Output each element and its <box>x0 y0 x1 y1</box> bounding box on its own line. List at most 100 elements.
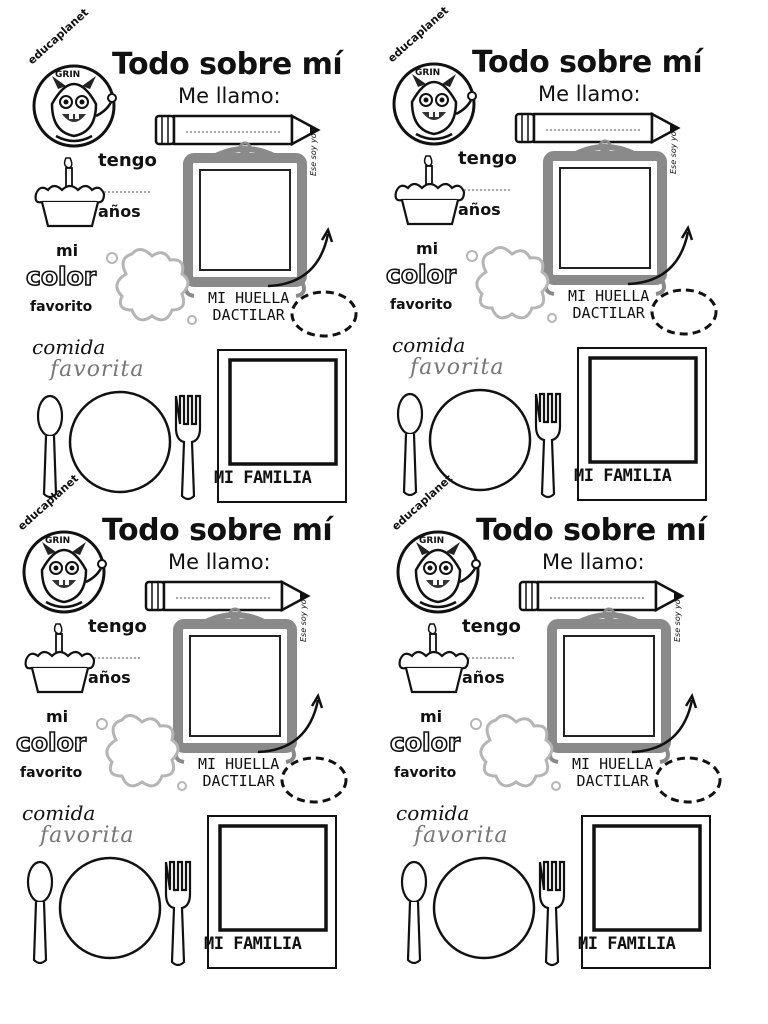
page-title: Todo sobre mí <box>472 45 703 80</box>
age-label-top: tengo <box>88 616 147 637</box>
color-label-favorito: favorito <box>20 765 83 781</box>
mascot-name: GRIN <box>45 536 71 546</box>
cake-icon <box>398 623 516 694</box>
polaroid-frame-icon <box>581 815 711 969</box>
name-label: Me llamo: <box>542 550 645 574</box>
age-label-bottom: años <box>98 202 141 221</box>
family-label: MI FAMILIA <box>578 934 676 954</box>
name-label: Me llamo: <box>168 550 271 574</box>
polaroid-frame-icon <box>577 347 707 501</box>
profile-card: educaplanet GRIN Todo sobre mí Me llamo:… <box>12 472 357 970</box>
age-label-top: tengo <box>458 148 517 169</box>
page-title: Todo sobre mí <box>112 47 343 82</box>
pencil-icon <box>154 113 321 147</box>
arrow-icon <box>627 225 694 286</box>
photo-caption: Ese soy yo <box>309 133 318 176</box>
age-label-top: tengo <box>98 150 157 171</box>
card-artwork <box>392 62 718 501</box>
food-label-comida: comida <box>22 801 96 825</box>
food-label-favorita: favorita <box>40 823 135 848</box>
family-label: MI FAMILIA <box>204 934 302 954</box>
fingerprint-oval-icon <box>280 756 348 804</box>
food-label-comida: comida <box>396 801 470 825</box>
food-label-comida: comida <box>392 333 466 357</box>
family-label: MI FAMILIA <box>574 466 672 486</box>
fingerprint-label: MI HUELLA DACTILAR <box>208 289 290 324</box>
cake-icon <box>394 155 512 226</box>
mascot-icon <box>32 64 117 148</box>
polaroid-frame-icon <box>217 349 347 503</box>
arrow-icon <box>257 693 324 754</box>
fingerprint-label: MI HUELLA DACTILAR <box>572 755 654 790</box>
spoon-icon <box>26 860 54 965</box>
mascot-name: GRIN <box>55 70 81 80</box>
family-label: MI FAMILIA <box>214 468 312 488</box>
ornate-frame-icon <box>547 607 671 764</box>
food-label-favorita: favorita <box>50 357 145 382</box>
photo-caption: Ese soy yo <box>673 599 682 642</box>
cake-icon <box>34 157 152 228</box>
paint-splat-icon <box>466 246 557 323</box>
card-artwork <box>22 530 348 969</box>
age-label-bottom: años <box>88 668 131 687</box>
age-label-top: tengo <box>462 616 521 637</box>
card-artwork <box>32 64 358 503</box>
food-label-favorita: favorita <box>414 823 509 848</box>
polaroid-frame-icon <box>207 815 337 969</box>
spoon-icon <box>400 860 428 965</box>
cake-icon <box>24 623 142 694</box>
color-label-mi: mi <box>416 239 439 258</box>
plate-icon <box>428 388 532 492</box>
color-label-mi: mi <box>420 707 443 726</box>
profile-card: educaplanet GRIN Todo sobre mí Me llamo:… <box>22 6 367 504</box>
color-label-mi: mi <box>56 241 79 260</box>
plate-icon <box>58 856 162 960</box>
fingerprint-label: MI HUELLA DACTILAR <box>198 755 280 790</box>
paint-splat-icon <box>96 714 187 791</box>
name-label: Me llamo: <box>538 82 641 106</box>
fingerprint-oval-icon <box>290 290 358 338</box>
color-label-color: color <box>389 728 461 757</box>
spoon-icon <box>396 392 424 497</box>
photo-caption: Ese soy yo <box>669 131 678 174</box>
paint-splat-icon <box>470 714 561 791</box>
fingerprint-oval-icon <box>650 288 718 336</box>
color-label-favorito: favorito <box>394 765 457 781</box>
fingerprint-oval-icon <box>654 756 722 804</box>
ornate-frame-icon <box>543 139 667 296</box>
arrow-icon <box>267 227 334 288</box>
color-label-favorito: favorito <box>30 299 93 315</box>
mascot-icon <box>392 62 477 146</box>
fingerprint-label: MI HUELLA DACTILAR <box>568 287 650 322</box>
mascot-icon <box>396 530 481 614</box>
pencil-icon <box>144 579 311 613</box>
fork-icon <box>164 860 192 967</box>
paint-splat-icon <box>106 248 197 325</box>
age-label-bottom: años <box>462 668 505 687</box>
profile-card: educaplanet GRIN Todo sobre mí Me llamo:… <box>382 4 727 502</box>
pencil-icon <box>514 111 681 145</box>
card-artwork <box>396 530 722 969</box>
food-label-favorita: favorita <box>410 355 505 380</box>
mascot-name: GRIN <box>415 68 441 78</box>
food-label-comida: comida <box>32 335 106 359</box>
fork-icon <box>534 392 562 499</box>
arrow-icon <box>631 693 698 754</box>
fork-icon <box>174 394 202 501</box>
page-title: Todo sobre mí <box>102 513 333 548</box>
color-label-color: color <box>25 262 97 291</box>
mascot-name: GRIN <box>419 536 445 546</box>
age-label-bottom: años <box>458 200 501 219</box>
ornate-frame-icon <box>183 141 307 298</box>
color-label-favorito: favorito <box>390 297 453 313</box>
ornate-frame-icon <box>173 607 297 764</box>
profile-card: educaplanet GRIN Todo sobre mí Me llamo:… <box>386 472 731 970</box>
plate-icon <box>68 390 172 494</box>
name-label: Me llamo: <box>178 84 281 108</box>
spoon-icon <box>36 394 64 499</box>
color-label-color: color <box>15 728 87 757</box>
plate-icon <box>432 856 536 960</box>
mascot-icon <box>22 530 107 614</box>
color-label-color: color <box>385 260 457 289</box>
